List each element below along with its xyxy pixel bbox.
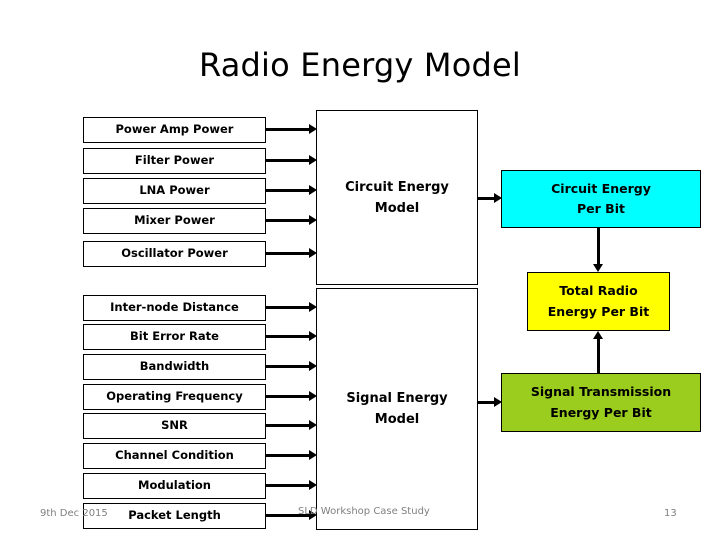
param-box-lna-power[interactable]: LNA Power <box>83 178 266 204</box>
param-label: SNR <box>161 418 188 433</box>
arrow-head-signal-1 <box>309 302 317 312</box>
connector-line-signal-2 <box>266 335 311 338</box>
param-label: Bit Error Rate <box>130 329 219 344</box>
param-box-snr[interactable]: SNR <box>83 413 266 439</box>
model-label-line2: Model <box>374 200 420 216</box>
param-label: Mixer Power <box>134 213 215 228</box>
param-label: Packet Length <box>128 508 221 523</box>
connector-line-signal-3 <box>266 365 311 368</box>
param-box-bit-error-rate[interactable]: Bit Error Rate <box>83 324 266 350</box>
arrow-head-circuit-2 <box>309 155 317 165</box>
connector-line-signal-model-output <box>478 401 498 404</box>
param-box-power-amp-power[interactable]: Power Amp Power <box>83 117 266 143</box>
arrow-head-circuit-5 <box>309 248 317 258</box>
param-label: Operating Frequency <box>106 389 243 404</box>
arrow-head-signal-to-total <box>593 331 603 339</box>
param-label: Power Amp Power <box>115 122 234 137</box>
connector-line-signal-7 <box>266 484 311 487</box>
param-label: Modulation <box>138 478 211 493</box>
param-box-packet-length[interactable]: Packet Length <box>83 503 266 529</box>
arrow-head-signal-model-output <box>494 397 502 407</box>
connector-line-signal-to-total <box>597 339 600 373</box>
param-box-channel-condition[interactable]: Channel Condition <box>83 443 266 469</box>
footer-title: SLD Workshop Case Study <box>298 506 430 517</box>
connector-line-circuit-4 <box>266 219 311 222</box>
connector-line-signal-6 <box>266 454 311 457</box>
param-label: Filter Power <box>134 153 215 168</box>
connector-line-signal-4 <box>266 395 311 398</box>
connector-line-signal-8 <box>266 514 311 517</box>
output-label-line2: Energy Per Bit <box>550 404 652 420</box>
model-label-line2: Model <box>374 412 420 427</box>
param-label: Inter-node Distance <box>110 300 239 315</box>
arrow-head-circuit-to-total <box>593 264 603 272</box>
connector-line-circuit-to-total <box>597 228 600 266</box>
model-label-line1: Signal Energy <box>346 391 448 406</box>
arrow-head-signal-4 <box>309 391 317 401</box>
arrow-head-signal-8 <box>309 510 317 520</box>
param-box-bandwidth[interactable]: Bandwidth <box>83 354 266 380</box>
param-box-oscillator-power[interactable]: Oscillator Power <box>83 241 266 267</box>
connector-line-circuit-1 <box>266 128 311 131</box>
output-label-line1: Total Radio <box>559 283 638 298</box>
arrow-head-signal-6 <box>309 450 317 460</box>
arrow-head-circuit-3 <box>309 185 317 195</box>
model-box-signal-energy-model[interactable]: Signal Energy Model <box>316 288 478 530</box>
arrow-head-signal-7 <box>309 480 317 490</box>
connector-line-circuit-2 <box>266 159 311 162</box>
arrow-head-circuit-model-output <box>494 193 502 203</box>
footer-page-number: 13 <box>664 508 677 519</box>
param-box-modulation[interactable]: Modulation <box>83 473 266 499</box>
output-label-line1: Circuit Energy <box>551 180 651 196</box>
output-label-line1: Signal Transmission <box>530 384 672 399</box>
arrow-head-signal-3 <box>309 361 317 371</box>
output-box-signal-transmission-energy-per-bit[interactable]: Signal Transmission Energy Per Bit <box>501 373 701 432</box>
arrow-head-circuit-1 <box>309 124 317 134</box>
arrow-head-signal-2 <box>309 331 317 341</box>
param-label: LNA Power <box>139 183 210 198</box>
connector-line-signal-1 <box>266 306 311 309</box>
model-box-circuit-energy-model[interactable]: Circuit Energy Model <box>316 110 478 285</box>
param-label: Channel Condition <box>115 448 234 463</box>
arrow-head-circuit-4 <box>309 215 317 225</box>
output-label-line2: Energy Per Bit <box>547 303 650 319</box>
model-label-line1: Circuit Energy <box>345 179 449 195</box>
param-box-filter-power[interactable]: Filter Power <box>83 148 266 174</box>
param-box-inter-node-distance[interactable]: Inter-node Distance <box>83 295 266 321</box>
page-title: Radio Energy Model <box>199 46 521 84</box>
param-label: Bandwidth <box>139 359 210 374</box>
arrow-head-signal-5 <box>309 420 317 430</box>
connector-line-circuit-5 <box>266 252 311 255</box>
output-box-total-radio-energy-per-bit[interactable]: Total Radio Energy Per Bit <box>527 272 670 331</box>
connector-line-circuit-model-output <box>478 197 498 200</box>
connector-line-circuit-3 <box>266 189 311 192</box>
footer-date: 9th Dec 2015 <box>40 508 108 519</box>
output-box-circuit-energy-per-bit[interactable]: Circuit Energy Per Bit <box>501 170 701 228</box>
connector-line-signal-5 <box>266 424 311 427</box>
param-box-mixer-power[interactable]: Mixer Power <box>83 208 266 234</box>
param-label: Oscillator Power <box>121 246 228 261</box>
param-box-operating-frequency[interactable]: Operating Frequency <box>83 384 266 410</box>
output-label-line2: Per Bit <box>577 201 625 216</box>
